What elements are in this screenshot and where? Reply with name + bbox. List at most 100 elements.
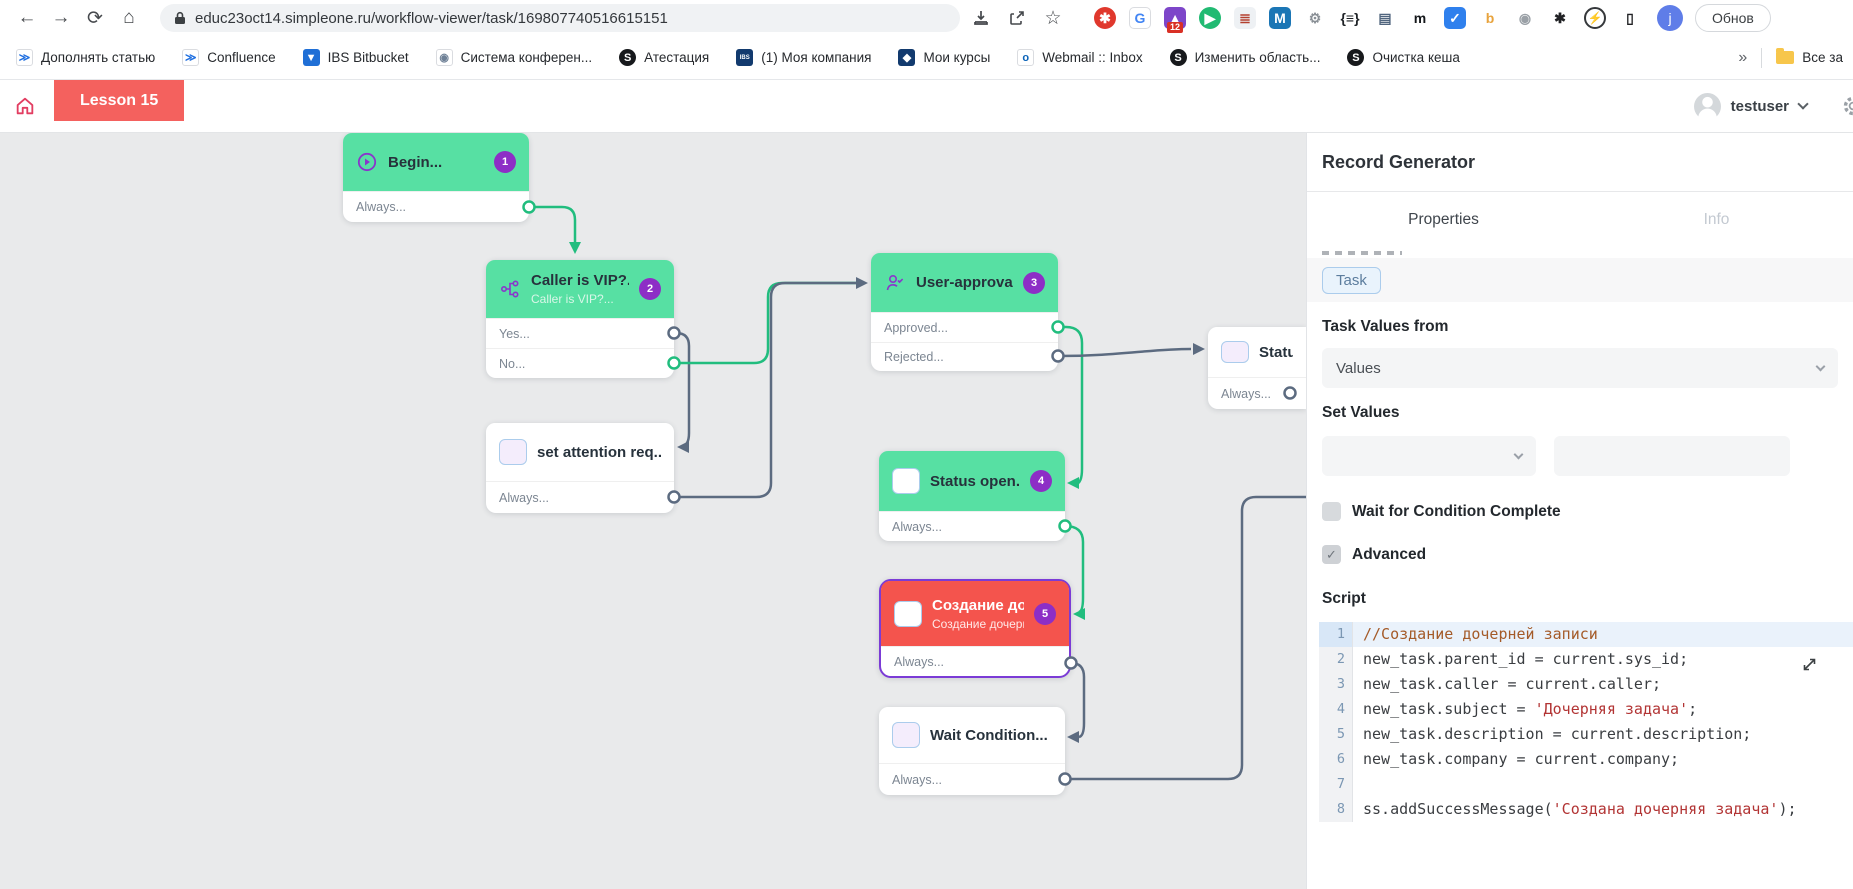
all-bookmarks[interactable]: Все за	[1776, 48, 1843, 65]
globe-icon[interactable]: ◉	[1518, 9, 1532, 26]
bookmark-item[interactable]: IBS(1) Моя компания	[736, 49, 871, 66]
node-exit-always[interactable]: Always...	[879, 763, 1065, 795]
code-line[interactable]: ss.addSuccessMessage('Создана дочерняя з…	[1363, 800, 1797, 818]
extension-badge: 12	[1166, 22, 1184, 33]
code-line[interactable]: new_task.company = current.company;	[1363, 750, 1680, 768]
user-avatar	[1693, 92, 1721, 120]
node-exit-always[interactable]: Always...	[879, 511, 1065, 541]
download-done-icon[interactable]	[966, 4, 996, 32]
refresh-icon[interactable]: ⟳	[87, 7, 103, 29]
workflow-node-status-ca[interactable]: Status ca Always...	[1208, 327, 1306, 409]
update-button[interactable]: Обнов	[1695, 4, 1771, 32]
node-exit-always[interactable]: Always...	[881, 646, 1069, 676]
code-line[interactable]: new_task.description = current.descripti…	[1363, 725, 1752, 743]
share-icon[interactable]	[1002, 4, 1032, 32]
bookmark-item[interactable]: ≫Confluence	[182, 49, 276, 66]
code-line[interactable]: new_task.caller = current.caller;	[1363, 675, 1662, 693]
journal-icon[interactable]: ▤	[1378, 9, 1392, 26]
puzzle-icon[interactable]: ✱	[1554, 9, 1566, 26]
tab-info[interactable]: Info	[1703, 211, 1730, 228]
node-exit-always[interactable]: Always...	[343, 191, 529, 222]
b-colored-icon[interactable]: b	[1485, 10, 1495, 26]
bookmark-item[interactable]: ≫Дополнять статью	[16, 49, 155, 66]
task-values-from-select[interactable]: Values	[1322, 348, 1838, 388]
blue-shield-icon[interactable]: ✓	[1444, 7, 1466, 29]
browser-home-icon[interactable]: ⌂	[123, 7, 135, 28]
profile-avatar[interactable]: j	[1657, 5, 1683, 31]
node-exit-always[interactable]: Always...	[1208, 377, 1306, 409]
document-icon[interactable]: ≣	[1234, 7, 1256, 29]
node-exit-yes[interactable]: Yes...	[486, 318, 674, 348]
line-number: 7	[1336, 776, 1345, 792]
task-chip[interactable]: Task	[1322, 266, 1381, 294]
node-badge: 5	[1034, 602, 1056, 625]
tab-properties[interactable]: Properties	[1408, 211, 1479, 228]
home-icon[interactable]	[14, 95, 36, 117]
advanced-checkbox-row[interactable]: ✓ Advanced	[1322, 545, 1838, 564]
m-letter-icon[interactable]: m	[1413, 10, 1427, 26]
green-play-icon[interactable]: ▶	[1199, 7, 1221, 29]
simpleone-icon: S	[1347, 49, 1365, 66]
expand-icon[interactable]	[1801, 656, 1818, 673]
code-line[interactable]	[1353, 772, 1853, 797]
node-badge: 1	[494, 151, 516, 173]
node-exit-no[interactable]: No...	[486, 348, 674, 378]
all-bookmarks-label: Все за	[1802, 50, 1843, 65]
bookmark-item[interactable]: ◉Система конферен...	[435, 49, 592, 66]
tab-lesson-15[interactable]: Lesson 15	[54, 80, 185, 121]
workflow-node-user-approval[interactable]: User-approval... 3 Approved... Rejected.…	[871, 253, 1058, 371]
code-line[interactable]: new_task.subject = 'Дочерняя задача';	[1363, 700, 1698, 718]
checkbox-checked[interactable]: ✓	[1322, 545, 1341, 564]
m-blue-square-icon[interactable]: M	[1269, 7, 1291, 29]
workflow-node-begin[interactable]: Begin... 1 Always...	[343, 133, 529, 222]
confluence-icon: ≫	[182, 49, 200, 66]
code-line[interactable]: //Создание дочерней записи	[1353, 622, 1853, 647]
braces-icon[interactable]: {≡}	[1340, 10, 1360, 26]
node-exit-rejected[interactable]: Rejected...	[871, 342, 1058, 371]
set-values-field-select[interactable]	[1322, 436, 1536, 476]
node-badge: 3	[1023, 271, 1045, 294]
workflow-node-set-attention[interactable]: set attention req... Always...	[486, 423, 674, 513]
line-number: 5	[1336, 726, 1345, 742]
workflow-node-wait-condition[interactable]: Wait Condition... Always...	[879, 707, 1065, 795]
line-number: 6	[1336, 751, 1345, 767]
bookmark-item[interactable]: ▼IBS Bitbucket	[302, 49, 409, 66]
set-values-value-input[interactable]	[1554, 436, 1790, 476]
script-code[interactable]: //Создание дочерней записи new_task.paren…	[1353, 622, 1853, 822]
confluence-icon: ≫	[16, 49, 33, 66]
phone-icon[interactable]: ▯	[1626, 9, 1634, 26]
code-line[interactable]: new_task.parent_id = current.sys_id;	[1363, 650, 1689, 668]
gear-icon[interactable]	[1841, 94, 1853, 118]
workflow-node-caller-is-vip[interactable]: Caller is VIP?... Caller is VIP?... 2 Ye…	[486, 260, 674, 378]
address-bar[interactable]: educ23oct14.simpleone.ru/workflow-viewer…	[160, 4, 960, 32]
node-exit-always[interactable]: Always...	[486, 481, 674, 513]
bookmarks-overflow-icon[interactable]: »	[1738, 48, 1748, 66]
simpleone-icon: S	[619, 49, 637, 66]
node-badge: 2	[639, 278, 661, 300]
purple-badge-12-icon[interactable]: ▲12	[1164, 7, 1186, 33]
wait-for-condition-checkbox-row[interactable]: Wait for Condition Complete	[1322, 502, 1838, 521]
document-plus-icon	[1221, 341, 1249, 363]
bookmark-star-icon[interactable]: ☆	[1044, 7, 1062, 29]
lightning-circle-icon[interactable]: ⚡	[1584, 7, 1606, 29]
checkbox-unchecked[interactable]	[1322, 502, 1341, 521]
branch-icon	[499, 278, 521, 300]
adblock-hand-icon[interactable]: ✱	[1094, 7, 1116, 29]
task-values-from-label: Task Values from	[1322, 318, 1449, 335]
forward-icon[interactable]: →	[51, 7, 71, 28]
translate-icon[interactable]: G	[1129, 7, 1151, 29]
workflow-node-create-child[interactable]: Создание доч... Создание дочерней... 5 A…	[879, 579, 1071, 678]
user-menu[interactable]: testuser	[1693, 92, 1809, 120]
back-icon[interactable]: ←	[17, 7, 37, 28]
workflow-node-status-open[interactable]: Status open... 4 Always...	[879, 451, 1065, 541]
bookmark-item[interactable]: ◆Мои курсы	[898, 49, 990, 66]
node-exit-approved[interactable]: Approved...	[871, 312, 1058, 342]
wheel-icon[interactable]: ⚙	[1308, 9, 1322, 26]
